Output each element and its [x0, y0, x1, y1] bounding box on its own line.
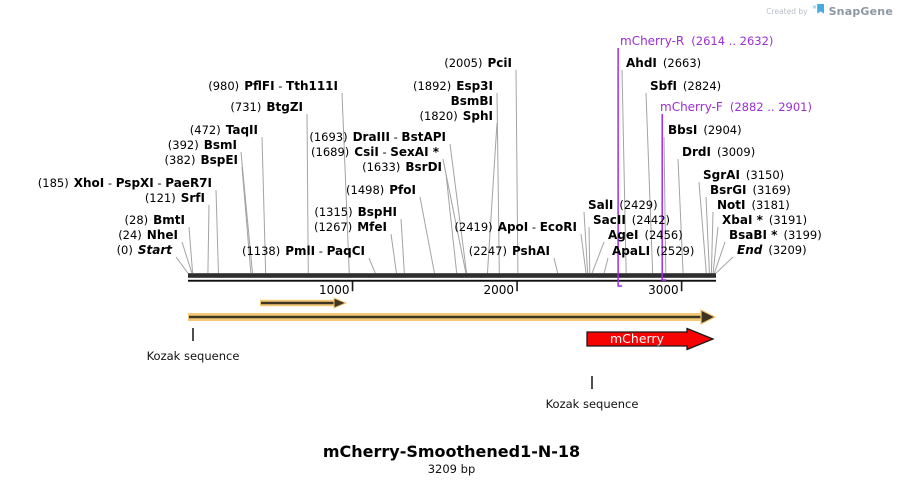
- enzyme-site-label: (382)BspEI: [164, 153, 238, 167]
- enzyme-site-label: (392)BsmI: [167, 138, 237, 152]
- connector-line: [486, 122, 498, 274]
- enzyme-site-label: DrdI(3009): [682, 145, 756, 159]
- connector-line: [588, 226, 591, 274]
- connector-line: [215, 189, 219, 274]
- enzyme-site-label: (472)TaqII: [189, 123, 258, 137]
- brand-name-text: SnapGene: [828, 4, 893, 18]
- connector-line: [645, 92, 654, 274]
- connector-line: [583, 211, 589, 274]
- connector-line: [400, 218, 405, 274]
- enzyme-site-label: (121)SrfI: [144, 191, 205, 205]
- primer-label: mCherry-F(2882 .. 2901): [660, 100, 812, 114]
- connector-line: [677, 158, 684, 274]
- enzyme-site-label: BsrGI(3169): [710, 183, 791, 197]
- created-by-text: Created by: [766, 6, 808, 16]
- branding: Created by SnapGene: [766, 4, 893, 18]
- enzyme-site-label: (980)PflFI - Tth111I: [208, 79, 338, 93]
- enzyme-site-label: BsaBI *(3199): [729, 228, 822, 242]
- enzyme-site-label: (1498)PfoI: [346, 183, 416, 197]
- long-feature-arrowhead: [700, 309, 717, 325]
- enzyme-site-label: SalI(2429): [588, 198, 658, 212]
- connector-line: [181, 241, 193, 274]
- primer-line: [617, 48, 623, 287]
- enzyme-site-label: AhdI(2663): [626, 56, 702, 70]
- connector-line: [698, 181, 707, 274]
- connector-line: [710, 211, 714, 274]
- connector-line: [515, 69, 519, 274]
- connector-line: [715, 256, 734, 274]
- small-feature-arrowhead: [333, 297, 348, 309]
- enzyme-site-label: (2247)PshAI: [468, 244, 550, 258]
- enzyme-site-label: SgrAI(3150): [703, 168, 785, 182]
- enzyme-site-label: BsmBI: [450, 94, 493, 108]
- enzyme-site-label: AgeI(2456): [608, 228, 683, 242]
- enzyme-site-label: (185)XhoI - PspXI - PaeR7I: [37, 176, 212, 190]
- primer-line: [661, 114, 667, 281]
- kozak-sequence-label: Kozak sequence: [545, 397, 639, 411]
- enzyme-site-label: (24)NheI: [118, 228, 178, 242]
- enzyme-site-label: (1892)Esp3I: [413, 79, 493, 93]
- enzyme-site-label: (0)Start: [116, 243, 172, 257]
- sequence-title: mCherry-Smoothened1-N-18: [322, 442, 581, 461]
- connector-line: [621, 69, 627, 274]
- mcherry-arrow: [586, 327, 715, 351]
- mcherry-feature-label: mCherry: [610, 331, 664, 346]
- connector-line: [368, 257, 376, 274]
- enzyme-site-label: End(3209): [737, 243, 807, 257]
- ruler-tick-label: 2000: [484, 283, 515, 297]
- connector-line: [390, 233, 397, 274]
- enzyme-site-label: SbfI(2824): [650, 79, 722, 93]
- connector-line: [449, 143, 468, 274]
- enzyme-site-label: XbaI *(3191): [722, 213, 808, 227]
- connector-line: [705, 196, 710, 274]
- enzyme-site-label: (1689)CsiI - SexAI *: [311, 145, 439, 159]
- enzyme-site-label: (28)BmtI: [124, 213, 185, 227]
- connector-line: [591, 241, 605, 274]
- enzyme-site-label: ApaLI(2529): [612, 244, 695, 258]
- connector-line: [663, 136, 667, 274]
- connector-line: [445, 173, 458, 274]
- connector-line: [712, 226, 719, 274]
- connector-line: [175, 256, 189, 274]
- enzyme-site-label: (1315)BspHI: [314, 205, 397, 219]
- enzyme-site-label: SacII(2442): [593, 213, 671, 227]
- ruler-tick-label: 3000: [648, 283, 679, 297]
- connector-line: [603, 257, 609, 274]
- sequence-bar: [188, 273, 716, 278]
- enzyme-site-label: (1267)MfeI: [313, 220, 387, 234]
- connector-line: [188, 226, 194, 274]
- connector-line: [207, 204, 210, 274]
- enzyme-site-label: (731)BtgZI: [230, 100, 303, 114]
- sequence-length: 3209 bp: [427, 462, 476, 476]
- primer-label: mCherry-R(2614 .. 2632): [620, 34, 774, 48]
- connector-line: [241, 166, 252, 274]
- enzyme-site-label: NotI(3181): [717, 198, 790, 212]
- enzyme-site-label: (1633)BsrDI: [362, 160, 442, 174]
- connector-line: [306, 113, 309, 274]
- connector-line: [261, 136, 267, 274]
- ruler-tick-label: 1000: [319, 283, 350, 297]
- enzyme-site-label: BbsI(2904): [668, 123, 742, 137]
- enzyme-site-label: (2419)ApoI - EcoRI: [454, 220, 577, 234]
- connector-line: [341, 92, 350, 274]
- kozak-sequence-label: Kozak sequence: [146, 349, 240, 363]
- enzyme-site-label: (2005)PciI: [444, 56, 512, 70]
- enzyme-site-label: (1138)PmlI - PaqCI: [241, 244, 365, 258]
- enzyme-site-label: (1693)DraIII - BstAPI: [309, 130, 446, 144]
- connector-line: [580, 233, 587, 274]
- sequence-bar-underline: [188, 279, 716, 282]
- connector-line: [419, 196, 435, 274]
- connector-line: [713, 241, 726, 274]
- snapgene-logo-icon: [812, 4, 824, 14]
- connector-line: [553, 257, 559, 274]
- enzyme-site-label: (1820)SphI: [419, 109, 494, 123]
